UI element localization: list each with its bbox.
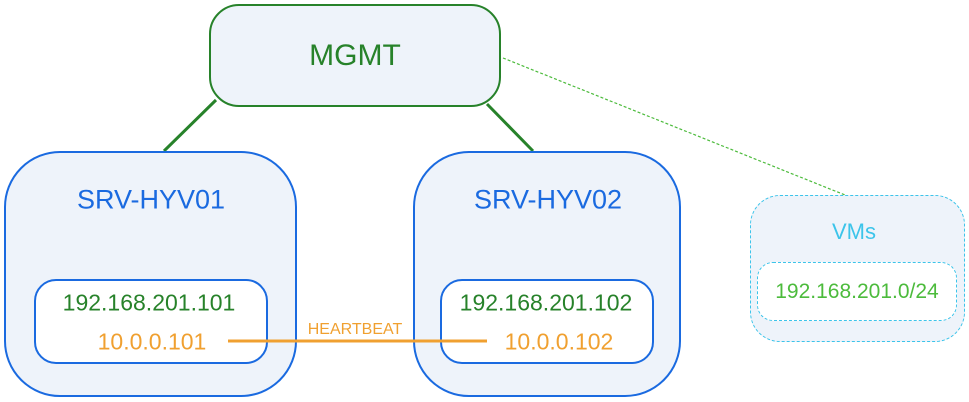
mgmt-label: MGMT [309, 39, 401, 72]
vms-label: VMs [832, 219, 876, 244]
vms-subnet-box [757, 262, 957, 321]
hyv01-heartbeat-ip: 10.0.0.101 [97, 328, 207, 355]
mgmt-node[interactable] [209, 4, 501, 107]
hyv02-mgmt-ip: 192.168.201.102 [459, 289, 633, 316]
mgmt-hyv01-link [162, 98, 218, 153]
hyv02-label: SRV-HYV02 [473, 184, 623, 215]
hyv01-nic-box [34, 279, 268, 364]
mgmt-vms-link [502, 57, 846, 196]
heartbeat-label: HEARTBEAT [307, 321, 403, 338]
hyv02-nic-box [440, 279, 654, 364]
hyv01-mgmt-ip: 192.168.201.101 [62, 289, 236, 316]
hyv01-label: SRV-HYV01 [76, 184, 226, 215]
mgmt-hyv02-link [485, 102, 535, 153]
hyv02-heartbeat-ip: 10.0.0.102 [504, 328, 614, 355]
vms-subnet: 192.168.201.0/24 [775, 280, 939, 303]
